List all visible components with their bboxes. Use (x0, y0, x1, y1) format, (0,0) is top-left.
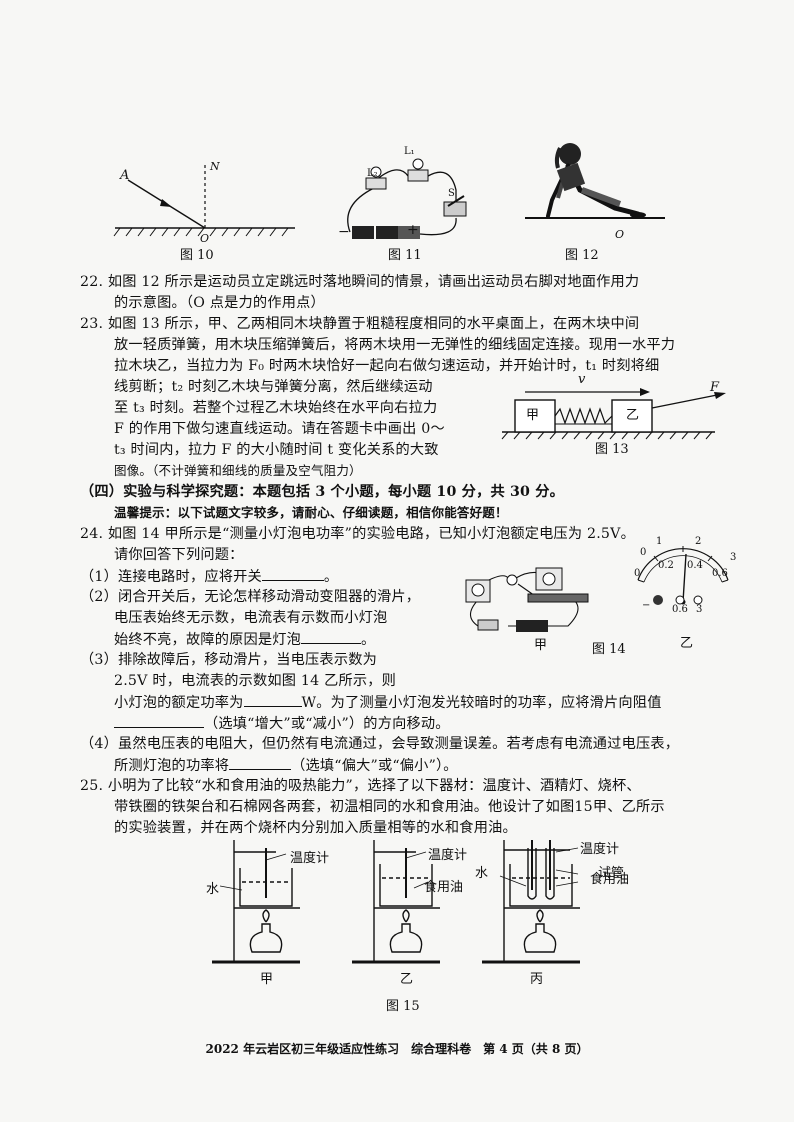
q24-part-3a: （3）排除故障后，移动滑片，当电压表示数为 (80, 652, 377, 668)
q22-line-1: 22. 如图 12 所示是运动员立定跳远时落地瞬间的情景，请画出运动员右脚对地面… (80, 274, 640, 290)
fig11-caption: 图 11 (388, 248, 422, 263)
fig14-terminal-minus: − (642, 600, 651, 611)
q24-part-1-end: 。 (323, 569, 339, 585)
q24-part-2c-text: 始终不亮，故障的原因是灯泡 (114, 632, 302, 648)
fig11-label-minus: − (338, 224, 350, 240)
q23-line-1: 23. 如图 13 所示，甲、乙两相同木块静置于粗糙程度相同的水平桌面上，在两木… (80, 316, 640, 332)
fig10-label-n: N (210, 160, 220, 173)
q24-part-2-end: 。 (361, 632, 376, 648)
q24-part-2a: （2）闭合开关后，无论怎样移动滑动变阻器的滑片， (80, 589, 421, 605)
q24-part-4b-end: （选填“偏大”或“偏小”）。 (291, 758, 458, 774)
figure-11-circuit (347, 158, 467, 239)
fig14-sub-a: 甲 (534, 638, 548, 653)
figure-14b-ammeter-dial (637, 546, 729, 605)
page-footer: 2022 年云岩区初三年级适应性练习 综合理科卷 第 4 页（共 8 页） (205, 1042, 589, 1056)
fig11-label-s: S (448, 188, 455, 199)
q24-line-1: 24. 如图 14 甲所示是“测量小灯泡电功率”的实验电路，已知小灯泡额定电压为… (80, 526, 635, 542)
fig15-sub-a: 甲 (260, 972, 274, 987)
q23-line-8: 图像。（不计弹簧和细线的质量及空气阻力） (114, 463, 362, 478)
section-4-title: （四）实验与科学探究题：本题包括 3 个小题，每小题 10 分，共 30 分。 (80, 484, 565, 500)
fig15-oil-label-1: 食用油 (424, 880, 464, 895)
q24-part-3b: 2.5V 时，电流表的示数如图 14 乙所示，则 (114, 673, 397, 689)
answer-blank-power[interactable] (243, 692, 302, 707)
q24-part-4b: 所测灯泡的功率将 （选填“偏大”或“偏小”）。 (114, 755, 458, 776)
fig14-scale-top-2: 2 (695, 536, 702, 547)
fig15-thermometer-label-3: 温度计 (580, 842, 620, 857)
q24-part-4a: （4）虽然电压表的电阻大，但仍然有电流通过，会导致测量误差。若考虑有电流通过电压… (80, 736, 680, 752)
figure-12-long-jump-picture (525, 143, 665, 219)
q24-part-1: （1）连接电路时，应将开关 。 (80, 566, 338, 587)
answer-blank-fault[interactable] (301, 629, 362, 644)
q23-line-4: 线剪断；t₂ 时刻乙木块与弹簧分离，然后继续运动 (114, 379, 433, 395)
q24-part-3c: 小灯泡的额定功率为 W。为了测量小灯泡发光较暗时的功率，应将滑片向阻值 (114, 692, 662, 713)
figure-14a-circuit (465, 567, 589, 632)
q24-part-3c-text: 小灯泡的额定功率为 (114, 695, 244, 711)
fig12-caption: 图 12 (565, 248, 599, 263)
fig14-scale-top-0: 0 (640, 547, 647, 558)
figure-14b-terminals (653, 595, 703, 605)
fig15-water-label-2: 水 (475, 866, 489, 881)
fig13-label-v: v (578, 372, 586, 387)
fig14-terminal-3: 3 (696, 604, 703, 615)
fig15-oil-label-2: 食用油 (590, 872, 630, 887)
fig13-caption: 图 13 (595, 442, 629, 457)
figure-15-heating-setups (212, 840, 580, 964)
fig14-scale-top-3: 3 (730, 552, 737, 563)
fig13-label-f: F (710, 380, 720, 395)
q25-line-2: 带铁圈的铁架台和石棉网各两套，初温相同的水和食用油。他设计了如图15甲、乙所示 (114, 799, 665, 815)
q24-part-3d-end: （选填“增大”或“减小”）的方向移动。 (204, 716, 450, 732)
fig14-caption: 图 14 (592, 642, 626, 657)
fig14-scale-bottom-2: 0.4 (687, 560, 703, 571)
fig14-scale-bottom-0: 0 (634, 568, 641, 579)
answer-blank-error[interactable] (229, 755, 292, 770)
q22-line-2: 的示意图。（O 点是力的作用点） (114, 295, 325, 311)
q25-line-3: 的实验装置，并在两个烧杯内分别加入质量相等的水和食用油。 (114, 820, 517, 836)
q24-part-2b: 电压表始终无示数，电流表有示数而小灯泡 (114, 610, 388, 626)
fig15-sub-b: 乙 (400, 972, 414, 987)
q24-part-3d: （选填“增大”或“减小”）的方向移动。 (114, 713, 450, 734)
figure-10-diagram (113, 165, 295, 237)
q24-part-3c-end: W。为了测量小灯泡发光较暗时的功率，应将滑片向阻值 (301, 695, 662, 711)
q23-line-7: t₃ 时间内，拉力 F 的大小随时间 t 变化关系的大致 (114, 442, 439, 458)
fig14-scale-top-1: 1 (656, 536, 663, 547)
fig15-thermometer-label-2: 温度计 (428, 848, 468, 863)
fig14-scale-bottom-1: 0.2 (658, 560, 674, 571)
q24-part-4b-text: 所测灯泡的功率将 (114, 758, 230, 774)
fig13-block-b: 乙 (626, 408, 640, 423)
figure-13-blocks-spring (501, 388, 726, 440)
q24-line-2: 请你回答下列问题： (114, 547, 244, 563)
fig14-scale-bottom-3: 0.6 (712, 568, 728, 579)
q23-line-2: 放一轻质弹簧，用木块压缩弹簧后，将两木块用一无弹性的细线固定连接。现用一水平力 (114, 337, 676, 353)
q24-part-1-text: （1）连接电路时，应将开关 (80, 569, 262, 585)
q23-line-6: F 的作用下做匀速直线运动。请在答题卡中画出 0～ (114, 421, 445, 437)
fig15-caption: 图 15 (386, 999, 420, 1014)
fig15-sub-c: 丙 (530, 972, 544, 987)
fig15-water-label-1: 水 (206, 882, 220, 897)
fig10-label-o: O (200, 232, 210, 245)
q24-part-2c: 始终不亮，故障的原因是灯泡 。 (114, 629, 375, 650)
answer-blank-switch[interactable] (261, 566, 324, 581)
fig15-thermometer-label-1: 温度计 (290, 851, 330, 866)
fig11-label-l1: L₁ (404, 146, 415, 157)
fig10-caption: 图 10 (180, 248, 214, 263)
answer-blank-direction[interactable] (114, 713, 204, 728)
q23-line-3: 拉木块乙，当拉力为 F₀ 时两木块恰好一起向右做匀速运动，并开始计时，t₁ 时刻… (114, 358, 660, 374)
q23-line-5: 至 t₃ 时刻。若整个过程乙木块始终在水平向右拉力 (114, 400, 438, 416)
q25-line-1: 25. 小明为了比较“水和食用油的吸热能力”，选择了以下器材：温度计、酒精灯、烧… (80, 778, 641, 794)
fig15-test-tube-label: 试管 (598, 866, 625, 881)
fig12-label-o: O (615, 228, 625, 241)
fig14-terminal-0-6: 0.6 (672, 604, 688, 615)
section-4-tip: 温馨提示：以下试题文字较多，请耐心、仔细读题，相信你能答好题！ (114, 505, 508, 520)
fig14-sub-b: 乙 (680, 636, 694, 651)
fig11-label-plus: + (407, 222, 419, 238)
fig13-block-a: 甲 (526, 408, 540, 423)
fig10-label-a: A (120, 168, 130, 183)
fig11-label-l2: L₂ (367, 168, 378, 179)
